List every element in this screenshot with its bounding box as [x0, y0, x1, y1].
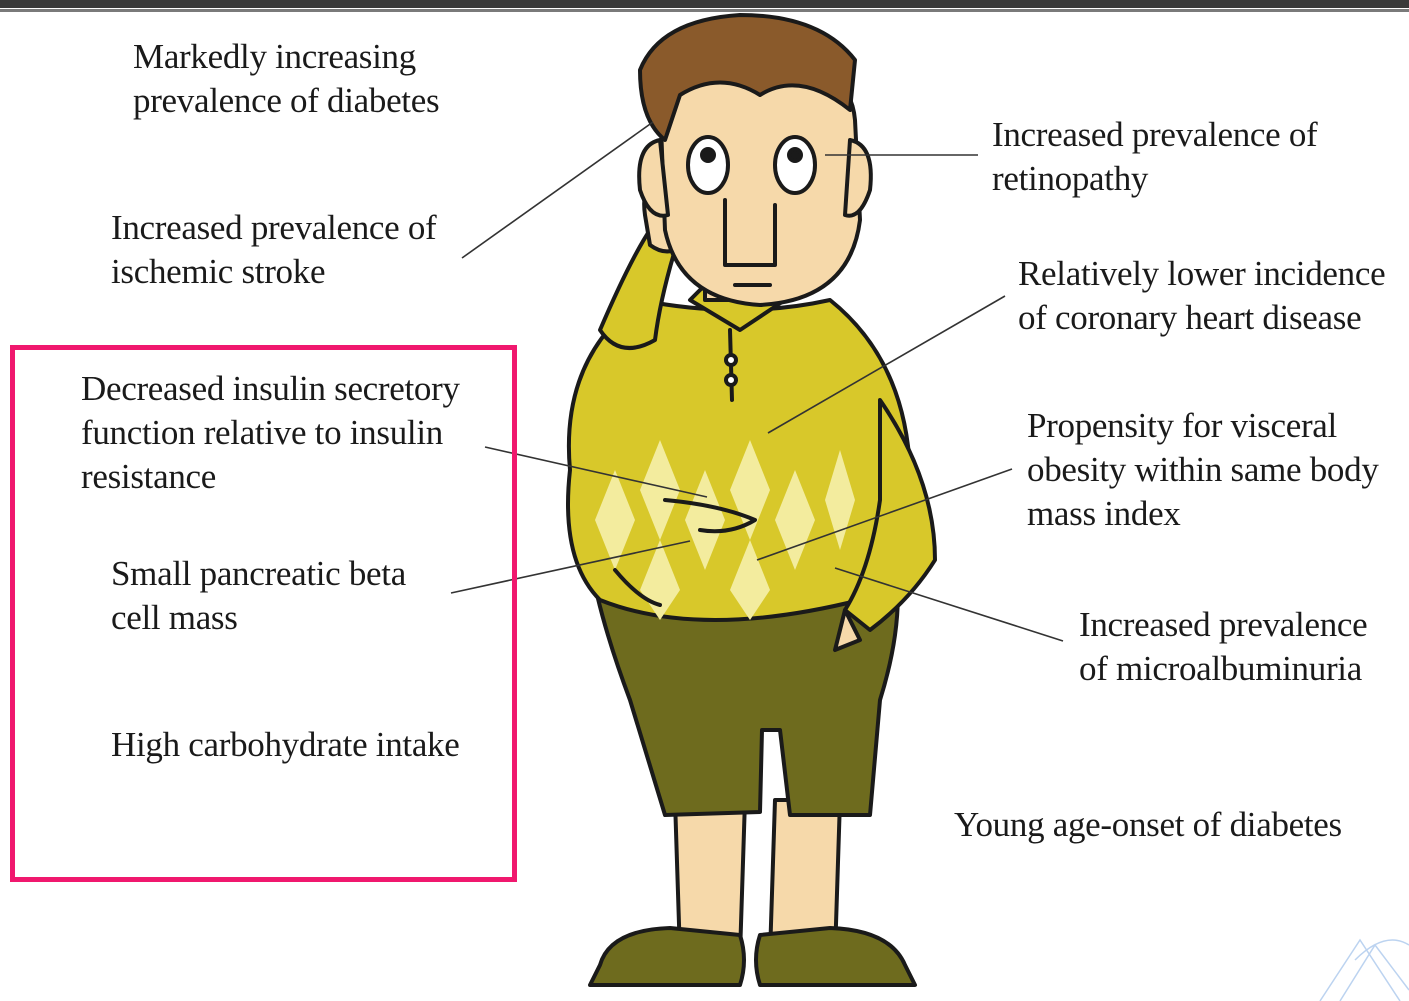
label-diabetes-prevalence: Markedly increasing prevalence of diabet…	[133, 35, 439, 123]
label-carbohydrate: High carbohydrate intake	[111, 723, 460, 767]
label-retinopathy: Increased prevalence of retinopathy	[992, 113, 1317, 201]
label-insulin-secretory: Decreased insulin secretory function rel…	[81, 367, 460, 499]
label-beta-cell: Small pancreatic beta cell mass	[111, 552, 406, 640]
right-shoe	[756, 928, 915, 985]
left-shoe	[590, 928, 744, 985]
label-ischemic-stroke: Increased prevalence of ischemic stroke	[111, 206, 436, 294]
label-microalbuminuria: Increased prevalence of microalbuminuria	[1079, 603, 1367, 691]
corner-watermark	[1320, 940, 1409, 1001]
label-coronary: Relatively lower incidence of coronary h…	[1018, 252, 1385, 340]
label-young-onset: Young age-onset of diabetes	[954, 803, 1342, 847]
label-visceral: Propensity for visceral obesity within s…	[1027, 404, 1379, 536]
